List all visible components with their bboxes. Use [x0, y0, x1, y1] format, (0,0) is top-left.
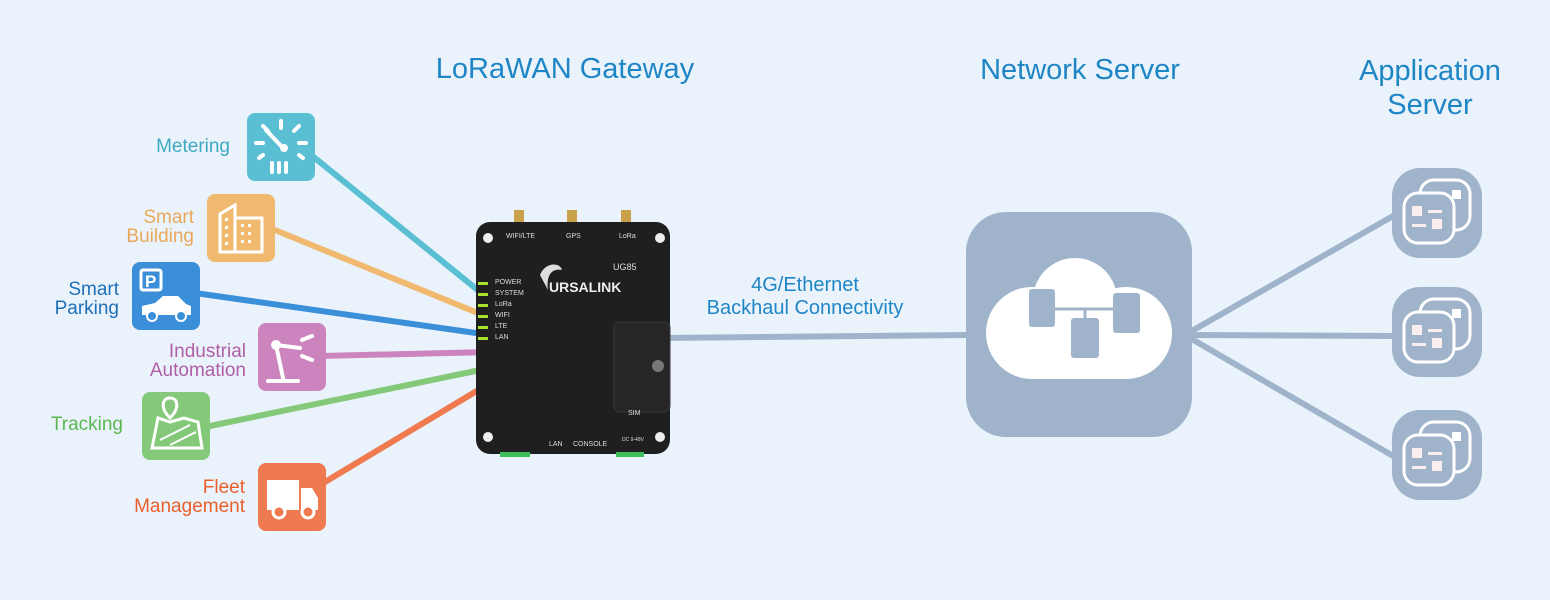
parking-car-icon: P: [132, 262, 200, 330]
device-model: UG85: [613, 262, 637, 272]
gateway-heading: LoRaWAN Gateway: [435, 53, 695, 85]
port-label: LAN: [549, 441, 563, 448]
led-label: LTE: [495, 323, 508, 330]
backhaul-label-line1: 4G/Ethernet: [751, 274, 859, 296]
building-icon: [207, 194, 275, 262]
led-label: WIFI: [495, 312, 510, 319]
backhaul-link: [657, 332, 973, 341]
truck-icon: [258, 463, 326, 531]
sim-label: SIM: [628, 410, 641, 417]
gateway-device: [476, 210, 671, 457]
industrial-link: [317, 349, 493, 359]
application-server-icon: [1392, 168, 1482, 258]
svg-text:P: P: [145, 272, 156, 291]
network-server-cloud-icon: [966, 212, 1192, 437]
meter-gauge-icon: [247, 113, 315, 181]
port-label: CONSOLE: [573, 441, 608, 448]
application-server-icon: [1392, 410, 1482, 500]
tracking-link: [202, 365, 493, 430]
led-label: LoRa: [495, 301, 512, 308]
antenna-connectors: [514, 210, 631, 226]
app-link-2: [1187, 332, 1403, 339]
network-server-heading: Network Server: [980, 54, 1180, 86]
antenna-label: WIFI/LTE: [506, 233, 536, 240]
led-label: POWER: [495, 279, 522, 286]
metering-link: [302, 147, 493, 303]
parking-link: [192, 290, 493, 338]
application-server-heading-line2: Server: [1387, 89, 1473, 121]
antenna-label: GPS: [566, 233, 581, 240]
backhaul-label-line2: Backhaul Connectivity: [706, 297, 904, 319]
app-link-3: [1187, 335, 1403, 463]
label-tracking: Tracking: [50, 414, 123, 435]
backhaul-label: 4G/Ethernet Backhaul Connectivity: [680, 274, 930, 320]
robot-arm-icon: [258, 323, 326, 391]
application-server-heading-line1: Application: [1359, 55, 1501, 87]
power-label: DC 9-48V: [622, 437, 644, 443]
led-label: SYSTEM: [495, 290, 524, 297]
map-pin-icon: [142, 392, 210, 460]
fleet-link: [317, 380, 493, 488]
application-server-icon: [1392, 287, 1482, 377]
app-link-1: [1187, 209, 1403, 335]
application-server-heading: Application Server: [1330, 54, 1530, 122]
led-label: LAN: [495, 334, 509, 341]
antenna-label: LoRa: [619, 233, 636, 240]
building-link: [267, 225, 493, 321]
device-labels: WIFI/LTE GPS LoRa UG85 URSALINK POWER SY…: [476, 222, 670, 454]
device-brand-logo: URSALINK: [549, 279, 622, 295]
label-metering: Metering: [156, 136, 230, 157]
